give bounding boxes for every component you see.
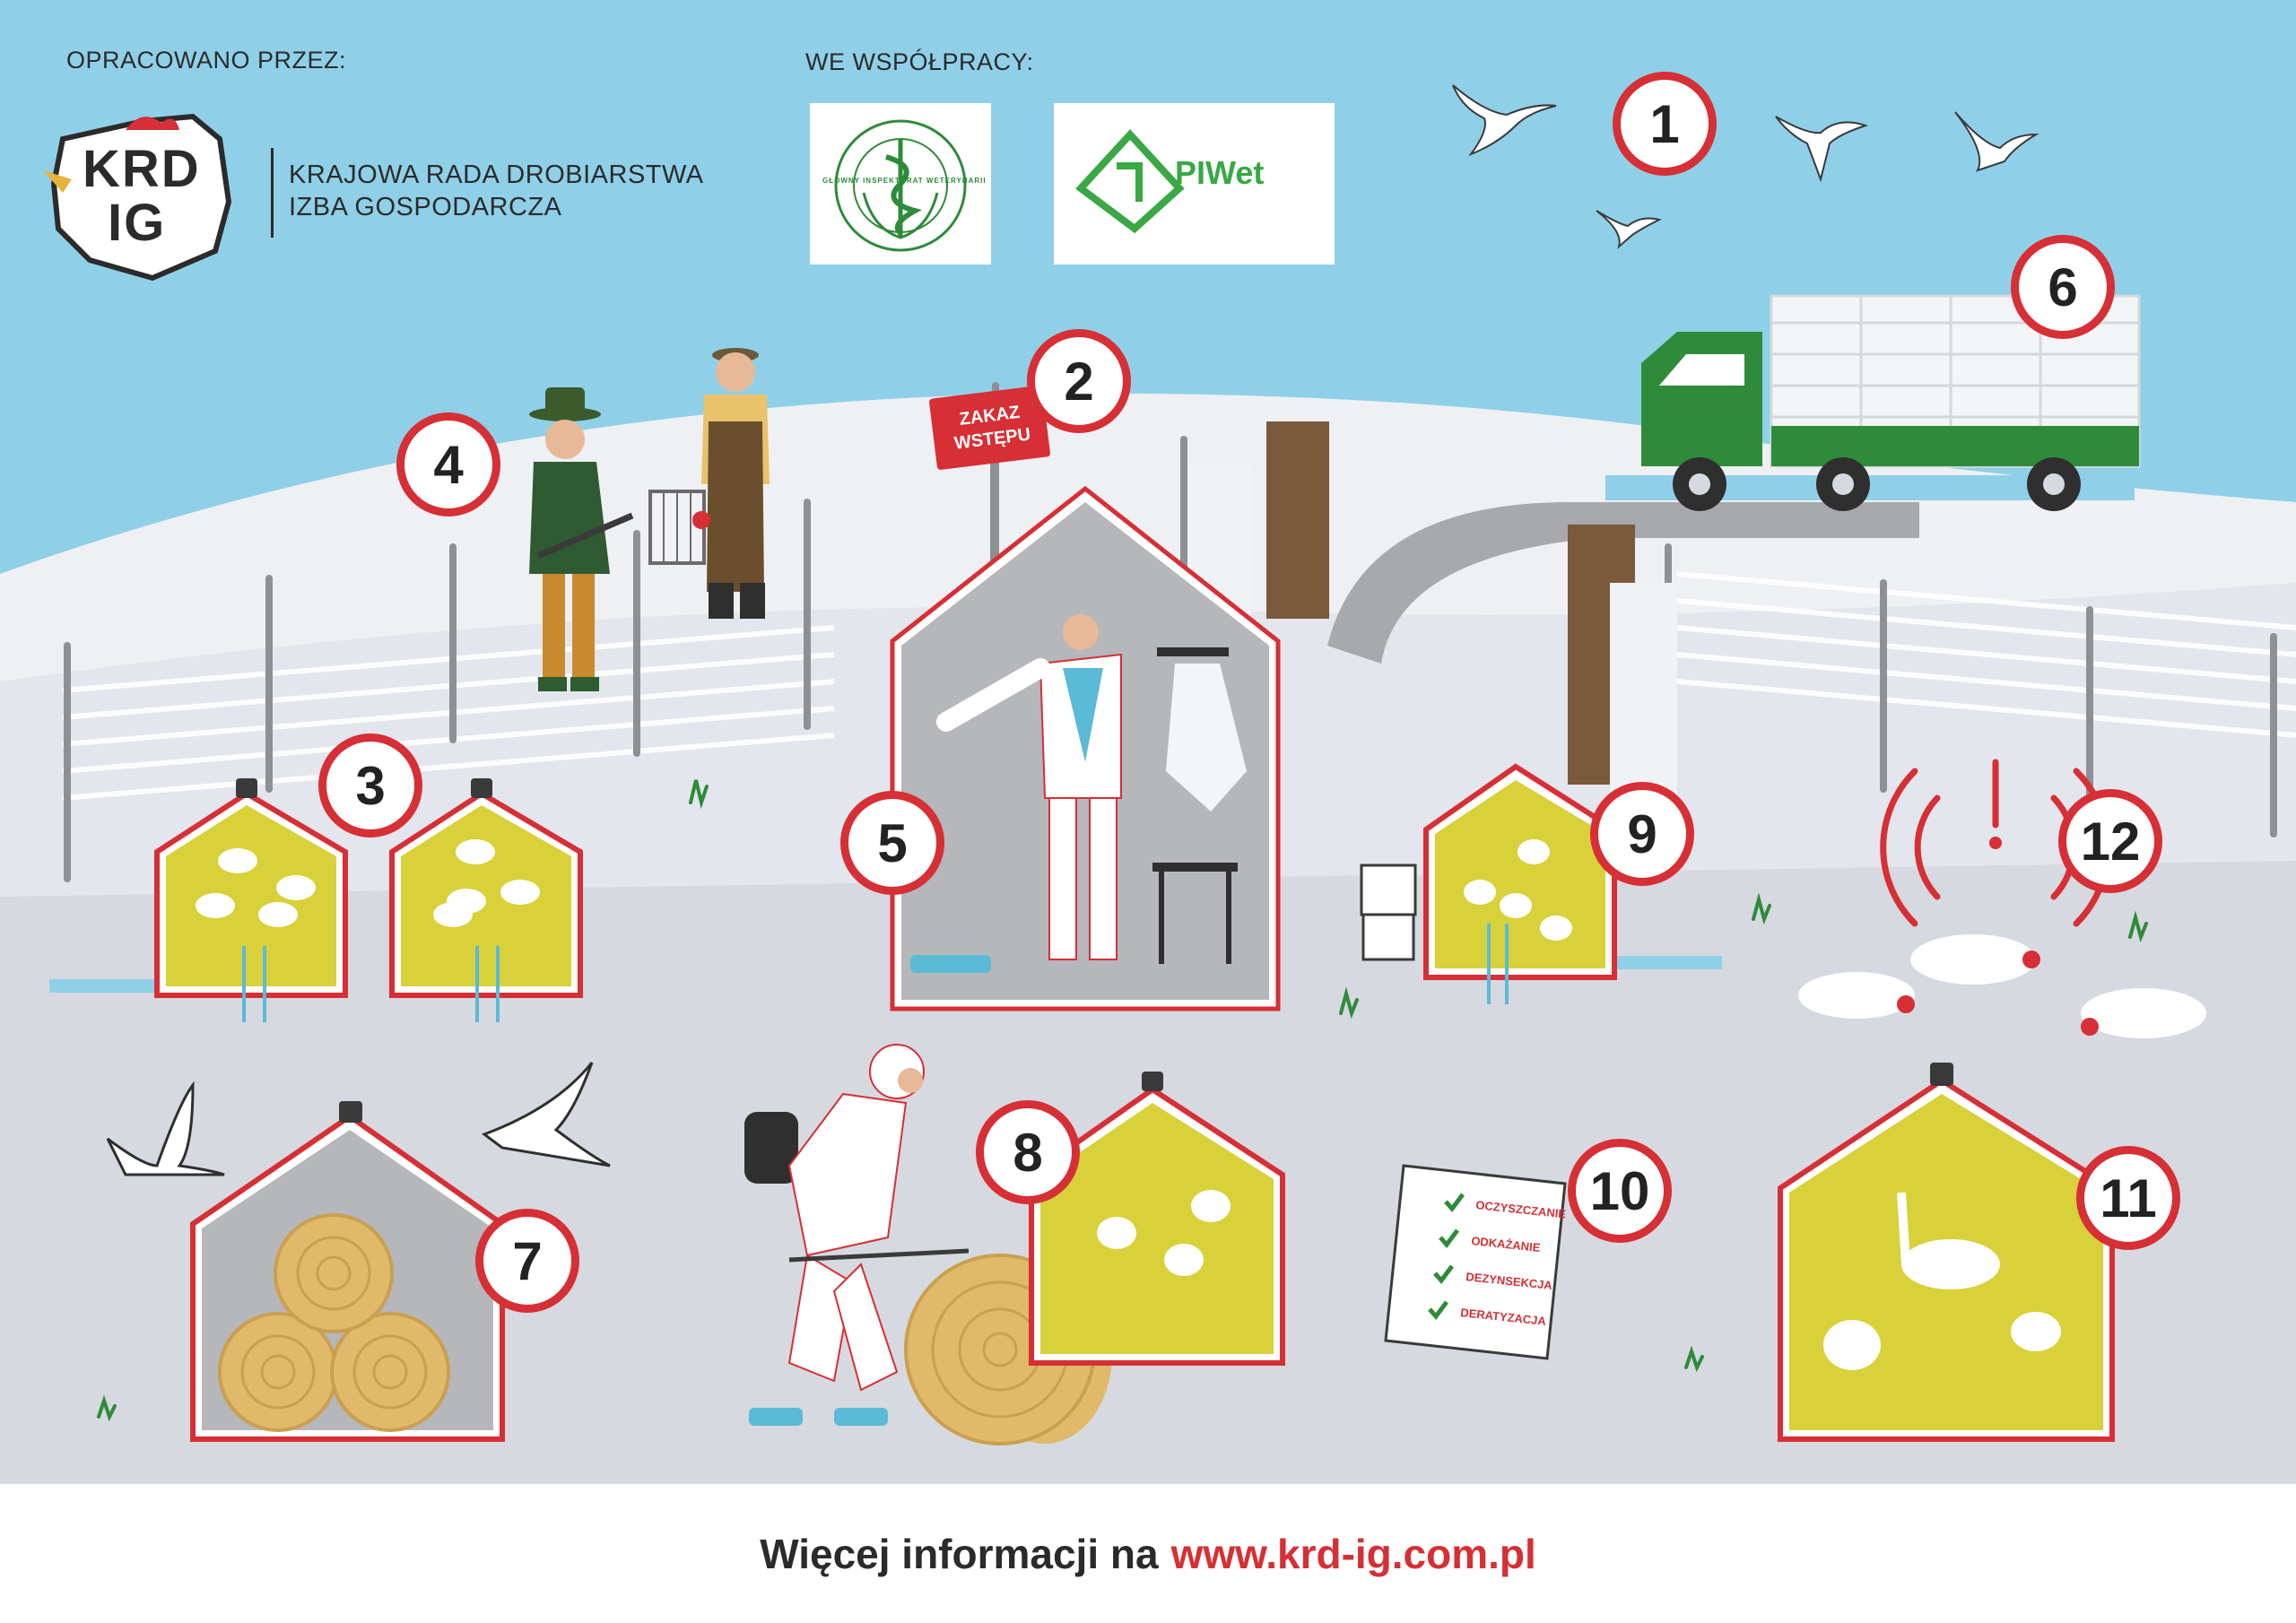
step-badge-10: 10 — [1568, 1139, 1672, 1243]
truck-icon — [1641, 294, 2141, 511]
logo-text-ig: IG — [108, 194, 167, 252]
org-name-line-2: IZBA GOSPODARCZA — [289, 193, 562, 221]
farmer-icon — [648, 348, 770, 619]
step-badge-5: 5 — [840, 791, 944, 895]
step-badge-9: 9 — [1590, 782, 1694, 886]
giw-seal-text: GŁÓWNY INSPEKTORAT WETERYNARII — [822, 177, 987, 185]
logo-divider — [271, 148, 274, 238]
org-name-line-1: KRAJOWA RADA DROBIARSTWA — [289, 161, 704, 189]
hunter-icon — [529, 387, 634, 691]
step-badge-2: 2 — [1027, 329, 1131, 433]
poultry-house-9 — [1360, 763, 1617, 1004]
sprayer-worker-icon — [744, 1044, 970, 1426]
step-badge-1: 1 — [1613, 72, 1717, 176]
developed-by-label: OPRACOWANO PRZEZ: — [66, 47, 347, 74]
krd-ig-logo: KRD IG — [36, 103, 242, 282]
poultry-house-11 — [1778, 1063, 2115, 1442]
step-badge-7: 7 — [475, 1209, 579, 1313]
hygiene-lock-building — [890, 485, 1281, 1011]
footer: Więcej informacji na www.krd-ig.com.pl — [0, 1484, 2296, 1623]
hay-storage-building — [190, 1101, 505, 1442]
footer-prefix: Więcej informacji na — [760, 1530, 1159, 1577]
dead-birds-icon — [1798, 934, 2206, 1038]
cooperation-label: WE WSPÓŁPRACY: — [805, 48, 1034, 75]
wild-birds-icon — [1452, 84, 2039, 249]
step-badge-3: 3 — [318, 733, 422, 838]
piwet-label: PIWet — [1175, 154, 1265, 191]
step-badge-8: 8 — [976, 1100, 1080, 1204]
poultry-house-8 — [1029, 1072, 1285, 1366]
checklist-icon: OCZYSZCZANIE ODKAŻANIE DEZYNSEKCJA DERAT… — [1384, 1164, 1567, 1360]
step-badge-11: 11 — [2076, 1146, 2180, 1250]
step-badge-6: 6 — [2011, 235, 2115, 339]
footer-url-link[interactable]: www.krd-ig.com.pl — [1170, 1530, 1536, 1577]
giw-logo: GŁÓWNY INSPEKTORAT WETERYNARII — [810, 103, 991, 265]
poultry-house-3b — [389, 778, 583, 1022]
poultry-house-3a — [154, 778, 348, 1022]
step-badge-12: 12 — [2058, 789, 2162, 893]
storks-icon — [106, 1062, 611, 1176]
piwet-logo: PIWet — [1054, 103, 1335, 265]
logo-text-krd: KRD — [83, 140, 201, 198]
step-badge-4: 4 — [396, 412, 500, 516]
